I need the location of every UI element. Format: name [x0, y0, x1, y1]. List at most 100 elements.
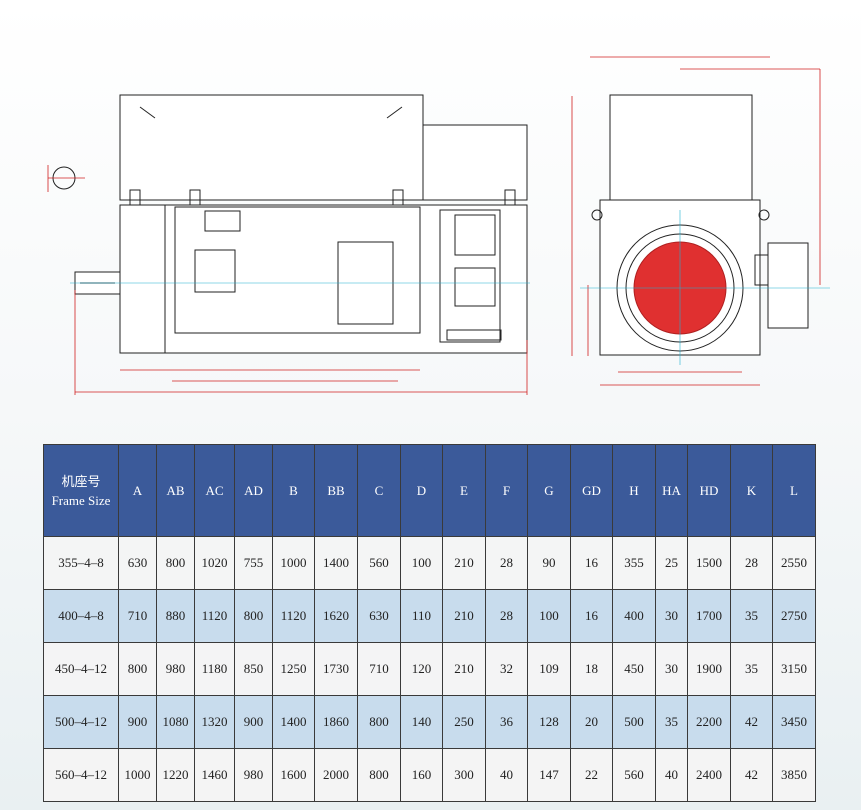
header-h: H [612, 444, 656, 537]
side-view-dimensions [47, 165, 528, 395]
cell-k: 28 [730, 536, 773, 590]
cell-e: 210 [442, 536, 486, 590]
cell-h: 400 [612, 589, 656, 643]
cell-b: 1120 [272, 589, 315, 643]
cell-l: 3150 [772, 642, 816, 696]
end-view-dimensions [571, 56, 821, 386]
cell-f: 40 [485, 748, 528, 802]
cell-d: 120 [400, 642, 443, 696]
cell-g: 128 [527, 695, 571, 749]
header-c: C [357, 444, 401, 537]
cell-ac: 1020 [194, 536, 235, 590]
motor-dimension-drawing [47, 56, 830, 395]
cell-bb: 2000 [314, 748, 358, 802]
cell-k: 35 [730, 589, 773, 643]
header-d: D [400, 444, 443, 537]
header-bb: BB [314, 444, 358, 537]
cell-ha: 30 [655, 642, 688, 696]
cell-hd: 1500 [687, 536, 731, 590]
header-frame-size: 机座号 Frame Size [43, 444, 119, 537]
header-ad: AD [234, 444, 273, 537]
cell-hd: 1900 [687, 642, 731, 696]
side-view [52, 94, 528, 354]
cell-ab: 1220 [156, 748, 195, 802]
cell-f: 36 [485, 695, 528, 749]
cell-l: 3450 [772, 695, 816, 749]
header-l: L [772, 444, 816, 537]
cell-ha: 25 [655, 536, 688, 590]
cell-d: 140 [400, 695, 443, 749]
cell-d: 110 [400, 589, 443, 643]
frame-size-cell: 355–4–8 [43, 536, 119, 590]
cell-g: 90 [527, 536, 571, 590]
frame-size-cn: 机座号 [61, 473, 101, 489]
cell-ad: 800 [234, 589, 273, 643]
header-b: B [272, 444, 315, 537]
cell-gd: 16 [570, 536, 613, 590]
cell-ad: 980 [234, 748, 273, 802]
cell-d: 160 [400, 748, 443, 802]
cell-h: 500 [612, 695, 656, 749]
cell-b: 1250 [272, 642, 315, 696]
cell-ha: 35 [655, 695, 688, 749]
cell-ac: 1120 [194, 589, 235, 643]
cell-ad: 900 [234, 695, 273, 749]
cell-k: 42 [730, 748, 773, 802]
cell-ad: 755 [234, 536, 273, 590]
cell-d: 100 [400, 536, 443, 590]
cell-h: 450 [612, 642, 656, 696]
frame-size-cell: 450–4–12 [43, 642, 119, 696]
cell-g: 109 [527, 642, 571, 696]
cell-a: 800 [118, 642, 157, 696]
cell-e: 250 [442, 695, 486, 749]
header-hd: HD [687, 444, 731, 537]
cell-h: 355 [612, 536, 656, 590]
cell-gd: 18 [570, 642, 613, 696]
cell-k: 42 [730, 695, 773, 749]
cell-e: 210 [442, 642, 486, 696]
cell-hd: 2200 [687, 695, 731, 749]
cell-gd: 20 [570, 695, 613, 749]
header-k: K [730, 444, 773, 537]
cell-bb: 1860 [314, 695, 358, 749]
cell-f: 32 [485, 642, 528, 696]
header-a: A [118, 444, 157, 537]
cell-ad: 850 [234, 642, 273, 696]
cell-a: 900 [118, 695, 157, 749]
cell-hd: 2400 [687, 748, 731, 802]
cell-k: 35 [730, 642, 773, 696]
header-g: G [527, 444, 571, 537]
frame-size-cell: 500–4–12 [43, 695, 119, 749]
cell-ha: 30 [655, 589, 688, 643]
frame-size-cell: 560–4–12 [43, 748, 119, 802]
end-view [591, 94, 809, 356]
cell-ab: 800 [156, 536, 195, 590]
cell-c: 800 [357, 748, 401, 802]
header-f: F [485, 444, 528, 537]
cell-bb: 1620 [314, 589, 358, 643]
cell-a: 630 [118, 536, 157, 590]
cell-c: 800 [357, 695, 401, 749]
cell-f: 28 [485, 589, 528, 643]
cell-l: 2550 [772, 536, 816, 590]
cell-b: 1400 [272, 695, 315, 749]
header-ha: HA [655, 444, 688, 537]
header-ac: AC [194, 444, 235, 537]
cell-l: 3850 [772, 748, 816, 802]
cell-g: 147 [527, 748, 571, 802]
cell-c: 630 [357, 589, 401, 643]
cell-b: 1000 [272, 536, 315, 590]
frame-size-cell: 400–4–8 [43, 589, 119, 643]
cell-b: 1600 [272, 748, 315, 802]
cell-l: 2750 [772, 589, 816, 643]
cell-bb: 1730 [314, 642, 358, 696]
frame-size-en: Frame Size [51, 492, 111, 508]
header-gd: GD [570, 444, 613, 537]
cell-e: 210 [442, 589, 486, 643]
header-e: E [442, 444, 486, 537]
